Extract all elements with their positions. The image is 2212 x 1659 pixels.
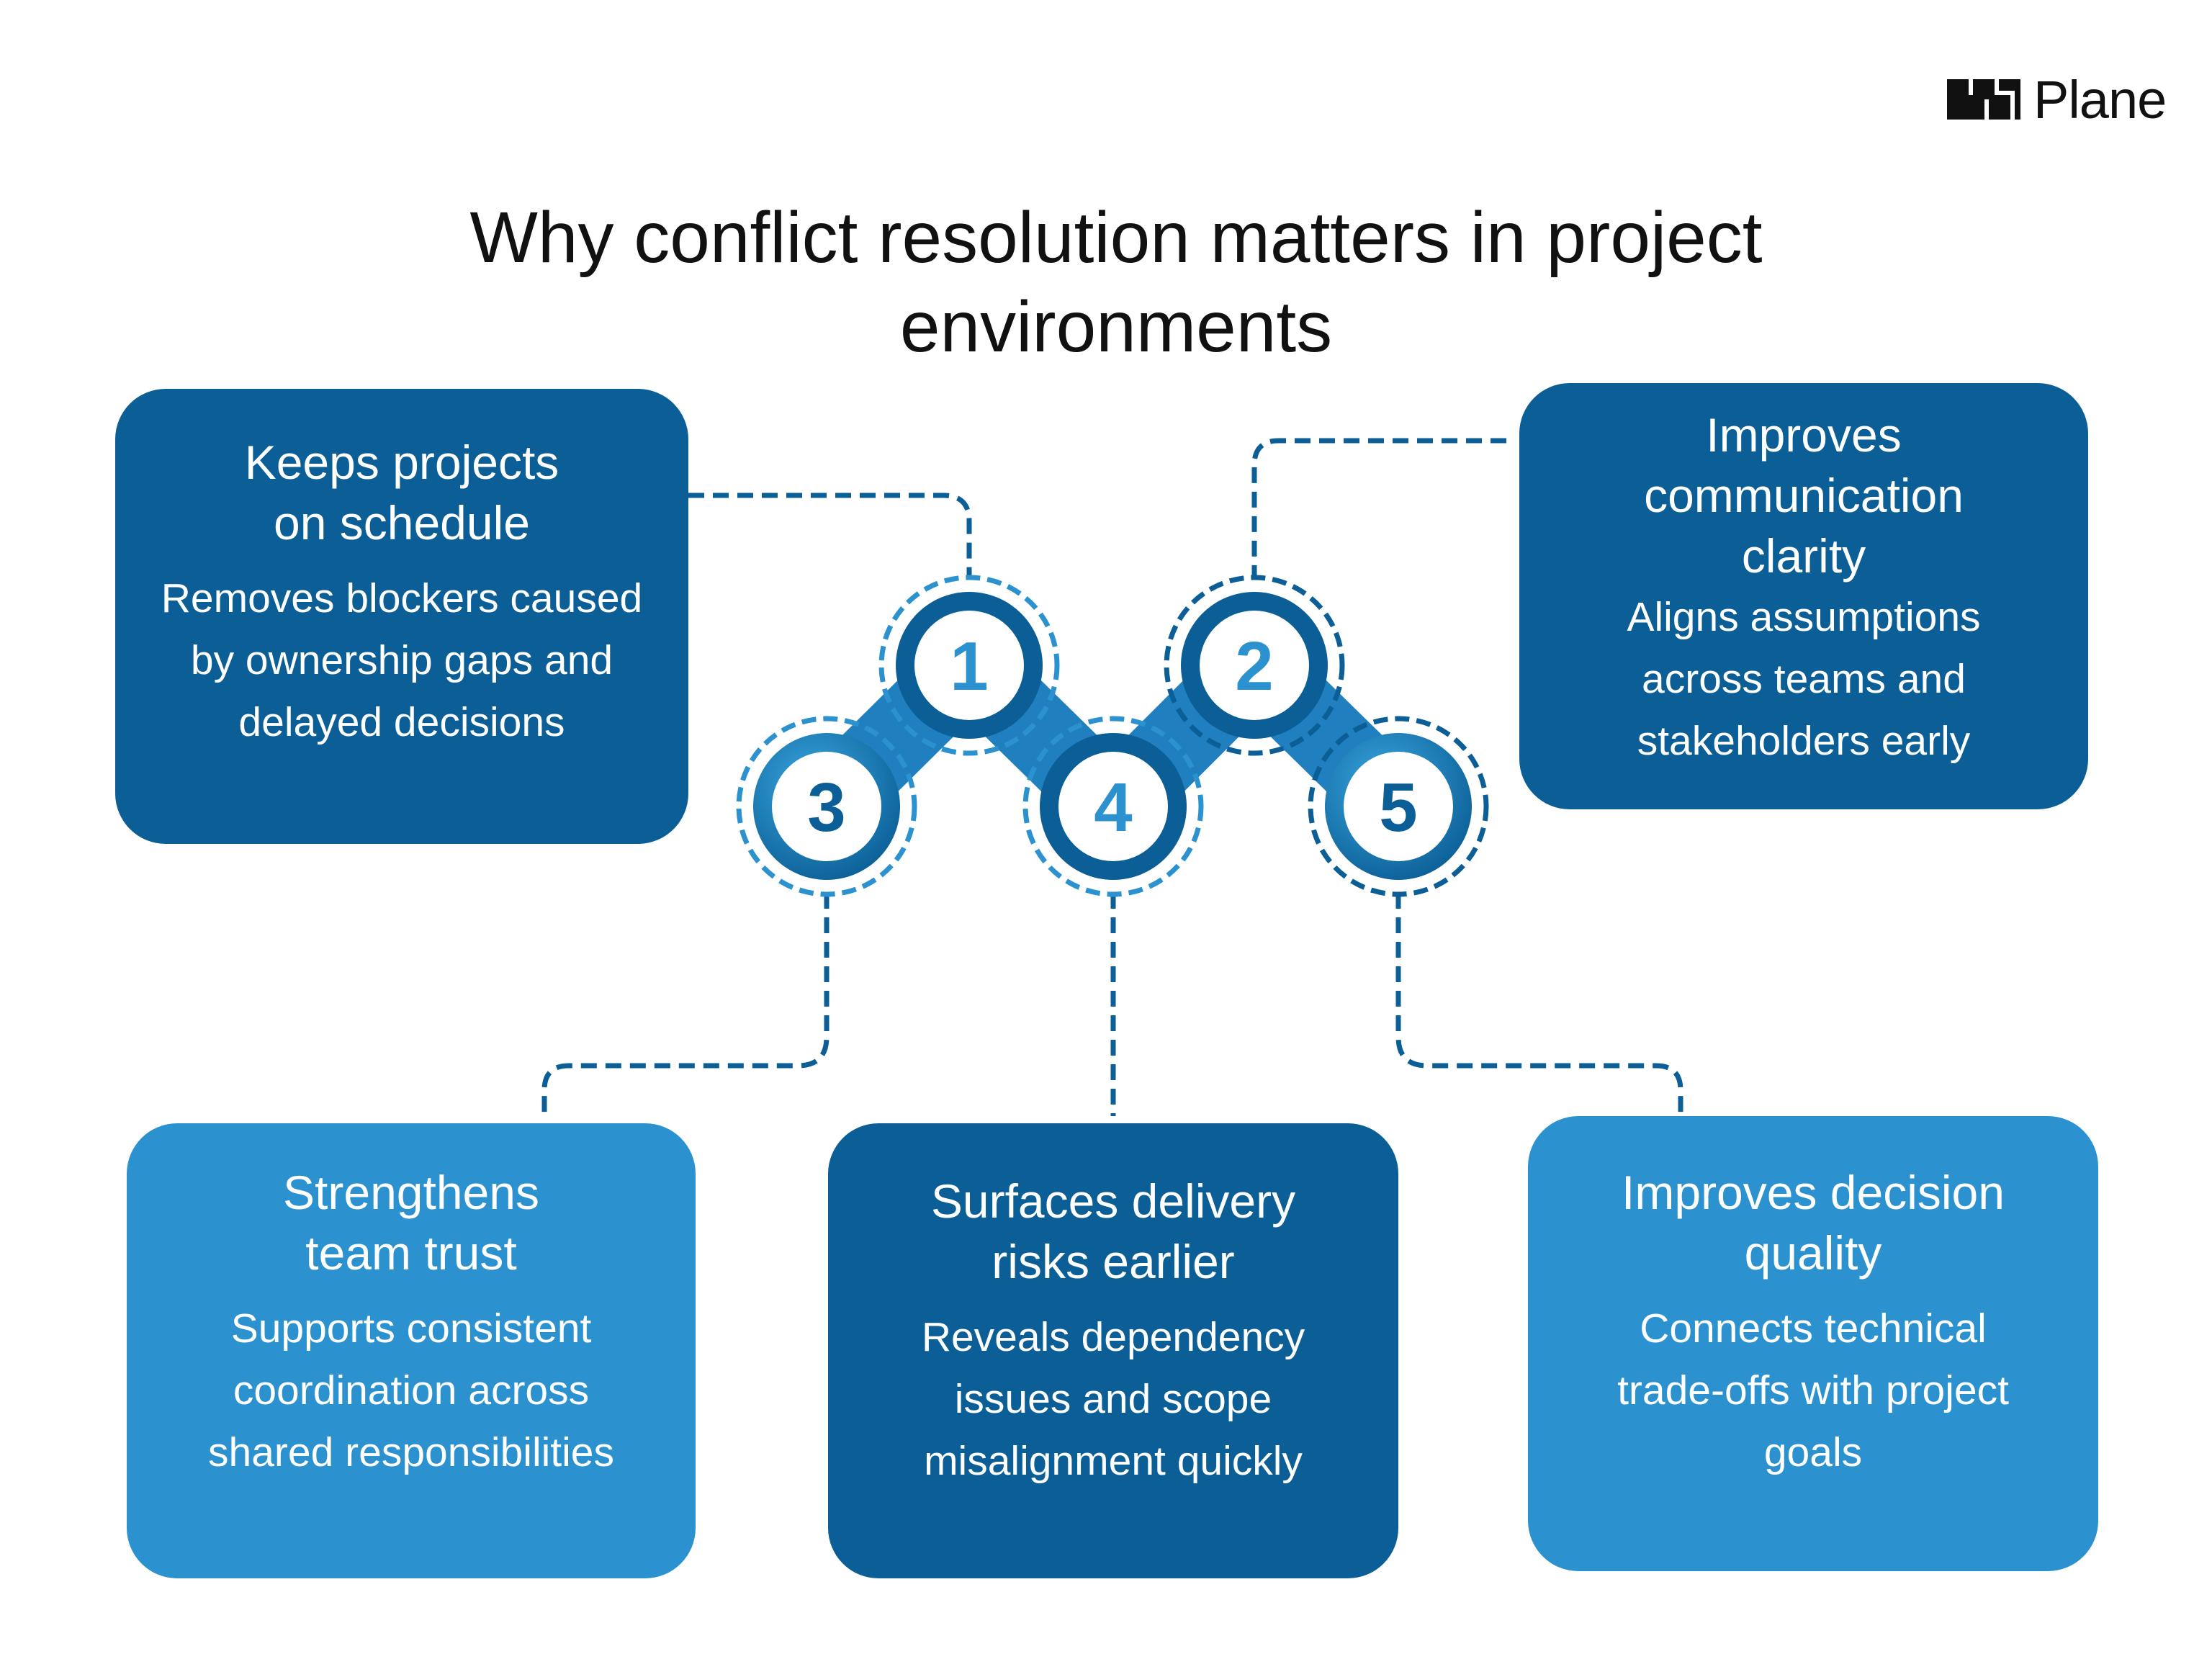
step-1-node xyxy=(878,575,1060,756)
step-4-node xyxy=(1022,716,1204,897)
plane-logo: Plane xyxy=(1944,69,2167,130)
card-4-body: Reveals dependency issues and scope misa… xyxy=(921,1314,1305,1484)
card-1-heading: Keeps projects on schedule xyxy=(244,436,559,549)
card-1-body: Removes blockers caused by ownership gap… xyxy=(161,575,643,745)
card-5-body: Connects technical trade-offs with proje… xyxy=(1617,1305,2009,1475)
card-surfaces-delivery-risks-earlier: Surfaces delivery risks earlier Reveals … xyxy=(828,1123,1398,1578)
step-2-node xyxy=(1164,575,1345,756)
step-5-node xyxy=(1308,716,1489,897)
step-3-number: 3 xyxy=(807,769,845,846)
plane-logo-icon xyxy=(1947,79,2020,120)
connector-5 xyxy=(1395,893,1683,1116)
card-keeps-projects-on-schedule: Keeps projects on schedule Removes block… xyxy=(115,389,688,844)
card-strengthens-team-trust: Strengthens team trust Supports consiste… xyxy=(127,1123,696,1578)
connector-3 xyxy=(541,893,830,1116)
card-3-body: Supports consistent coordination across … xyxy=(208,1305,614,1475)
card-improves-decision-quality: Improves decision quality Connects techn… xyxy=(1528,1116,2098,1571)
step-2-number: 2 xyxy=(1235,628,1273,705)
connector-2 xyxy=(1251,438,1506,576)
step-5-number: 5 xyxy=(1379,769,1417,846)
card-2-body: Aligns assumptions across teams and stak… xyxy=(1627,594,1981,764)
card-2-heading: Improves communication clarity xyxy=(1644,408,1964,583)
step-3-node xyxy=(736,716,917,897)
connector-1 xyxy=(688,493,972,576)
step-1-number: 1 xyxy=(950,628,988,705)
card-3-heading: Strengthens team trust xyxy=(283,1166,539,1280)
card-improves-communication-clarity: Improves communication clarity Aligns as… xyxy=(1519,383,2088,809)
page-title: Why conflict resolution matters in proje… xyxy=(469,197,1763,367)
card-5-heading: Improves decision quality xyxy=(1622,1166,2005,1280)
plane-logo-text: Plane xyxy=(2033,69,2167,130)
card-4-heading: Surfaces delivery risks earlier xyxy=(930,1174,1296,1288)
step-4-number: 4 xyxy=(1094,769,1132,846)
